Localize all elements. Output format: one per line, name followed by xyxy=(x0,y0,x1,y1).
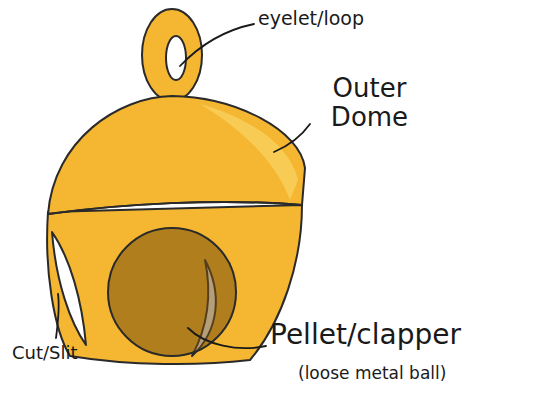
part-label: eyelet/loop xyxy=(258,8,418,29)
label-box: eyelet/loop xyxy=(258,8,418,29)
slit xyxy=(52,232,86,345)
label-box: Outer Dome xyxy=(312,74,427,131)
leader-line xyxy=(180,24,254,66)
label-box: (loose metal ball) xyxy=(298,364,528,383)
leader-line xyxy=(56,294,59,338)
label-box: Pellet/clapper xyxy=(270,320,540,351)
lower-body xyxy=(47,205,302,364)
leader-line xyxy=(188,328,266,348)
label-box: Cut/Slit xyxy=(12,343,132,363)
part-label: Cut/Slit xyxy=(12,343,132,363)
pellet xyxy=(108,228,236,356)
leader-line xyxy=(274,124,310,152)
part-label: Outer Dome xyxy=(312,74,427,131)
seam-line xyxy=(48,202,302,214)
eyelet xyxy=(142,9,202,101)
outer-dome xyxy=(48,96,305,214)
eyelet-hole xyxy=(166,36,186,80)
part-label: (loose metal ball) xyxy=(298,364,528,383)
dome-highlight xyxy=(200,104,298,200)
part-label: Pellet/clapper xyxy=(270,320,540,351)
